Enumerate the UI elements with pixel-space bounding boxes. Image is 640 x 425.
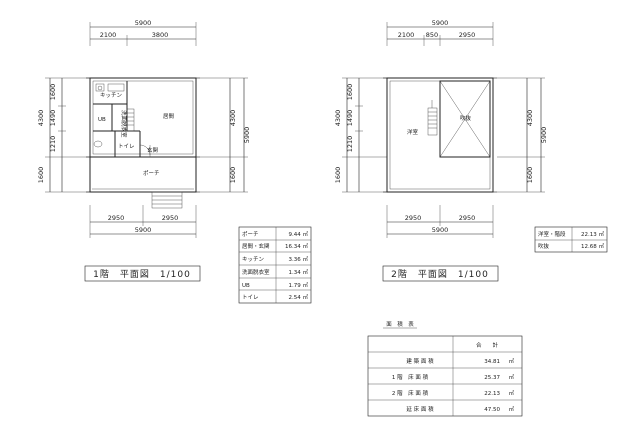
area1-label-4: UB xyxy=(242,283,250,289)
area1-label-1: 居間・玄関 xyxy=(242,242,270,250)
summary-area-table: 面 積 表 合 計 建 築 面 積 34.81 ㎡ 1 階 床 面 積 25.3… xyxy=(367,320,523,417)
room-kitchen: キッチン xyxy=(100,92,123,99)
floor1-plan: 5900 2100 3800 1600 1490 1210 4300 1600 … xyxy=(37,19,312,304)
area2-value-0: 22.13 ㎡ xyxy=(581,230,604,238)
dim-left-total: 4300 xyxy=(37,110,45,127)
dim-top-total: 5900 xyxy=(135,19,152,27)
area2-label-1: 吹抜 xyxy=(538,242,550,250)
summary-unit-1: ㎡ xyxy=(508,373,514,381)
room-hall: 居間 xyxy=(163,113,175,120)
dim-bottom-left: 2950 xyxy=(108,214,125,222)
dim2-bottom-right: 2950 xyxy=(459,214,476,222)
area1-label-3: 洗面脱衣室 xyxy=(242,268,270,276)
room-ub: UB xyxy=(98,117,106,123)
dim2-top-total: 5900 xyxy=(432,19,449,27)
floor2-area-table: 洋室・階段 22.13 ㎡ 吹抜 12.68 ㎡ xyxy=(534,226,608,253)
dim2-top-c: 2950 xyxy=(459,31,476,39)
dim-right-total: 5900 xyxy=(243,127,251,144)
summary-unit-3: ㎡ xyxy=(508,405,514,413)
summary-title: 面 積 表 xyxy=(386,320,414,328)
summary-label-0: 建 築 面 積 xyxy=(406,357,434,365)
area1-value-4: 1.79 ㎡ xyxy=(289,281,309,289)
area1-value-0: 9.44 ㎡ xyxy=(289,230,309,238)
area2-value-1: 12.68 ㎡ xyxy=(581,242,604,250)
summary-label-1: 1 階 床 面 積 xyxy=(392,373,429,381)
dim-left-b: 1490 xyxy=(49,110,57,127)
dim2-right-lower: 1600 xyxy=(526,167,534,184)
area1-label-2: キッチン xyxy=(242,256,265,263)
summary-value-1: 25.37 xyxy=(484,375,500,381)
summary-value-0: 34.81 xyxy=(484,359,500,365)
dim-top-left: 2100 xyxy=(100,31,117,39)
dim2-right-upper: 4300 xyxy=(526,110,534,127)
dim2-left-b: 1490 xyxy=(346,110,354,127)
dim-right-upper: 4300 xyxy=(229,110,237,127)
floor1-area-table: ポーチ 9.44 ㎡ 居間・玄関 16.34 ㎡ キッチン 3.36 ㎡ 洗面脱… xyxy=(238,226,312,304)
dim-left-a: 1600 xyxy=(49,84,57,101)
dim-right-lower: 1600 xyxy=(229,167,237,184)
summary-value-3: 47.50 xyxy=(484,407,500,413)
dim2-left-c: 1210 xyxy=(346,136,354,153)
summary-label-2: 2 階 床 面 積 xyxy=(392,389,429,397)
dim2-bottom-left: 2950 xyxy=(405,214,422,222)
area1-value-3: 1.34 ㎡ xyxy=(289,268,309,276)
dim2-bottom-total: 5900 xyxy=(432,226,449,234)
dim2-right-total: 5900 xyxy=(540,127,548,144)
dim-left-d: 1600 xyxy=(37,167,45,184)
dim-bottom-right: 2950 xyxy=(162,214,179,222)
room-porch: ポーチ xyxy=(143,170,160,177)
dim-top-right: 3800 xyxy=(152,31,169,39)
floor2-plan: 5900 2100 850 2950 1600 1490 1210 4300 1… xyxy=(334,19,608,282)
dim-left-c: 1210 xyxy=(49,136,57,153)
area1-value-2: 3.36 ㎡ xyxy=(289,255,309,263)
summary-label-3: 延 床 面 積 xyxy=(406,405,434,413)
dim2-top-a: 2100 xyxy=(398,31,415,39)
room-entrance: 玄関 xyxy=(147,146,159,154)
dim-bottom-total: 5900 xyxy=(135,226,152,234)
dim2-top-b: 850 xyxy=(426,31,438,39)
area1-label-0: ポーチ xyxy=(242,231,259,238)
room-washroom: 洗面脱衣室 xyxy=(120,110,128,138)
area2-label-0: 洋室・階段 xyxy=(538,230,566,238)
area1-label-5: トイレ xyxy=(242,295,259,301)
dim2-left-total: 4300 xyxy=(334,110,342,127)
summary-unit-2: ㎡ xyxy=(508,389,514,397)
summary-value-2: 22.13 xyxy=(484,391,500,397)
room-void: 吹抜 xyxy=(460,114,472,122)
summary-unit-0: ㎡ xyxy=(508,357,514,365)
floor2-title: 2階 平面図 1/100 xyxy=(391,269,489,280)
floor1-title: 1階 平面図 1/100 xyxy=(93,269,191,280)
summary-header: 合 計 xyxy=(476,341,499,349)
room-toilet: トイレ xyxy=(118,144,135,150)
dim2-left-d: 1600 xyxy=(334,167,342,184)
area1-value-5: 2.54 ㎡ xyxy=(289,293,309,301)
room-western: 洋室 xyxy=(407,128,419,136)
dim2-left-a: 1600 xyxy=(346,84,354,101)
area1-value-1: 16.34 ㎡ xyxy=(285,242,308,250)
